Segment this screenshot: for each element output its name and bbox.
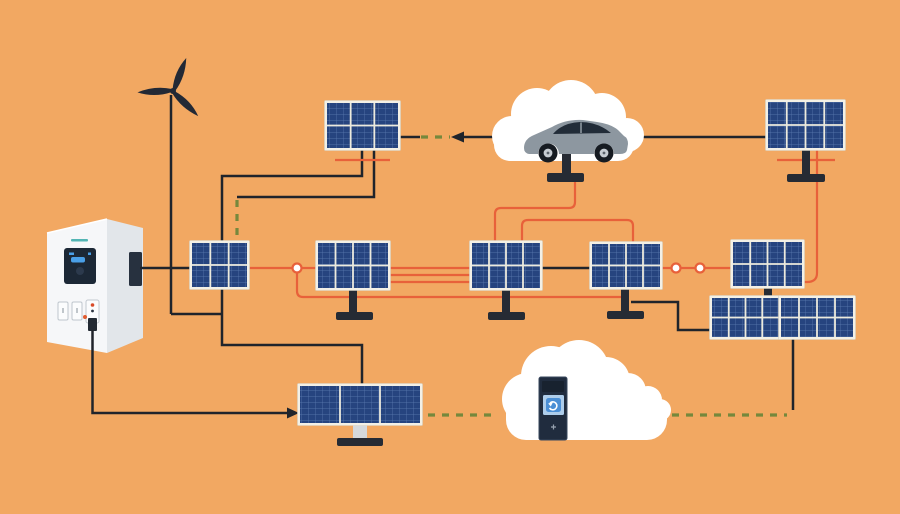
charging-refresh-arrowhead	[548, 402, 553, 407]
connector-node-2	[670, 262, 682, 274]
turbine-hub	[170, 88, 176, 94]
battery-screen-mark-1	[88, 252, 91, 255]
connector-node-3	[694, 262, 706, 274]
arrowhead-right-into-bottom-panel	[287, 407, 299, 419]
solar-panel-top-right	[765, 99, 846, 151]
stand-base-mid-2	[336, 312, 373, 320]
ev-vehicle-cloud	[492, 80, 644, 182]
stand-pole-mid-3	[502, 288, 510, 314]
wire-orange-bridge-mid-3-to-mid-4	[520, 218, 635, 243]
wire-black-top-center-leg-b	[237, 148, 376, 199]
stand-pole-mid-2	[349, 288, 357, 314]
car-wheel-hub-2	[602, 151, 606, 155]
battery-screen-mark-0	[69, 252, 74, 255]
charging-kiosk-head	[542, 381, 564, 392]
stand-base-mid-3	[488, 312, 525, 320]
solar-panel-right-array-b	[778, 295, 856, 340]
electric-car-windows	[553, 122, 611, 134]
stand-base-mid-4	[607, 311, 644, 319]
turbine-blade-3	[137, 87, 173, 96]
solar-panel-right-array-a	[709, 295, 782, 340]
solar-panel-mid-4	[589, 241, 663, 290]
solar-panel-top-center	[324, 100, 401, 151]
battery-module-dark-indicator	[91, 309, 94, 313]
battery-display-screen	[64, 248, 96, 284]
battery-storage-unit	[46, 218, 143, 353]
solar-panel-mid-2	[315, 240, 391, 291]
stand-pole-bottom	[353, 423, 367, 439]
battery-module-red-indicator	[90, 303, 95, 307]
panel-fine-grid-bottom	[300, 386, 420, 423]
charging-station-cloud	[502, 340, 671, 441]
stand-pole-mid-5	[764, 286, 772, 299]
stand-pole-top-right	[802, 148, 810, 176]
wire-orange-node-long-run-to-mid-4-stand	[295, 273, 623, 299]
car-stand-pole	[562, 152, 571, 174]
wire-black-battery-cable-to-bottom-panel	[91, 330, 287, 415]
stand-base-top-right	[787, 174, 825, 182]
solar-panel-mid-3	[469, 240, 543, 291]
solar-panel-bottom	[297, 383, 423, 426]
car-stand-base	[547, 173, 584, 182]
charging-refresh-arrow	[548, 401, 558, 411]
connector-node-1	[291, 262, 303, 274]
battery-cable-plug	[88, 318, 97, 331]
battery-top-edge-highlight	[46, 218, 108, 234]
turbine-blade-1	[172, 58, 187, 91]
solar-panel-mid-5	[730, 239, 805, 289]
stand-pole-mid-4	[621, 287, 629, 313]
battery-side-port	[129, 252, 142, 286]
panel-stands	[336, 148, 825, 446]
stand-base-bottom	[337, 438, 383, 446]
wire-orange-car-stand-to-panel-mid-3	[493, 182, 577, 243]
solar-panel-mid-1	[189, 240, 250, 290]
battery-screen-readout	[71, 257, 85, 263]
battery-screen-dial	[76, 267, 84, 275]
solar-panels	[189, 99, 856, 426]
battery-status-dot	[83, 315, 87, 319]
wind-turbine	[137, 58, 199, 117]
turbine-blade-2	[172, 91, 199, 117]
arrowhead-left-toward-top-center-panel	[451, 131, 464, 143]
car-wheel-hub-1	[546, 151, 550, 155]
wire-black-panel-mid-4-to-right-array	[631, 300, 713, 332]
wire-orange-top-right-drop-to-panel-mid-5	[802, 150, 819, 284]
battery-teal-accent	[71, 239, 88, 242]
connector-nodes	[291, 262, 706, 274]
charging-kiosk-plus-mark	[551, 424, 556, 430]
station-cloud-base	[506, 394, 667, 440]
